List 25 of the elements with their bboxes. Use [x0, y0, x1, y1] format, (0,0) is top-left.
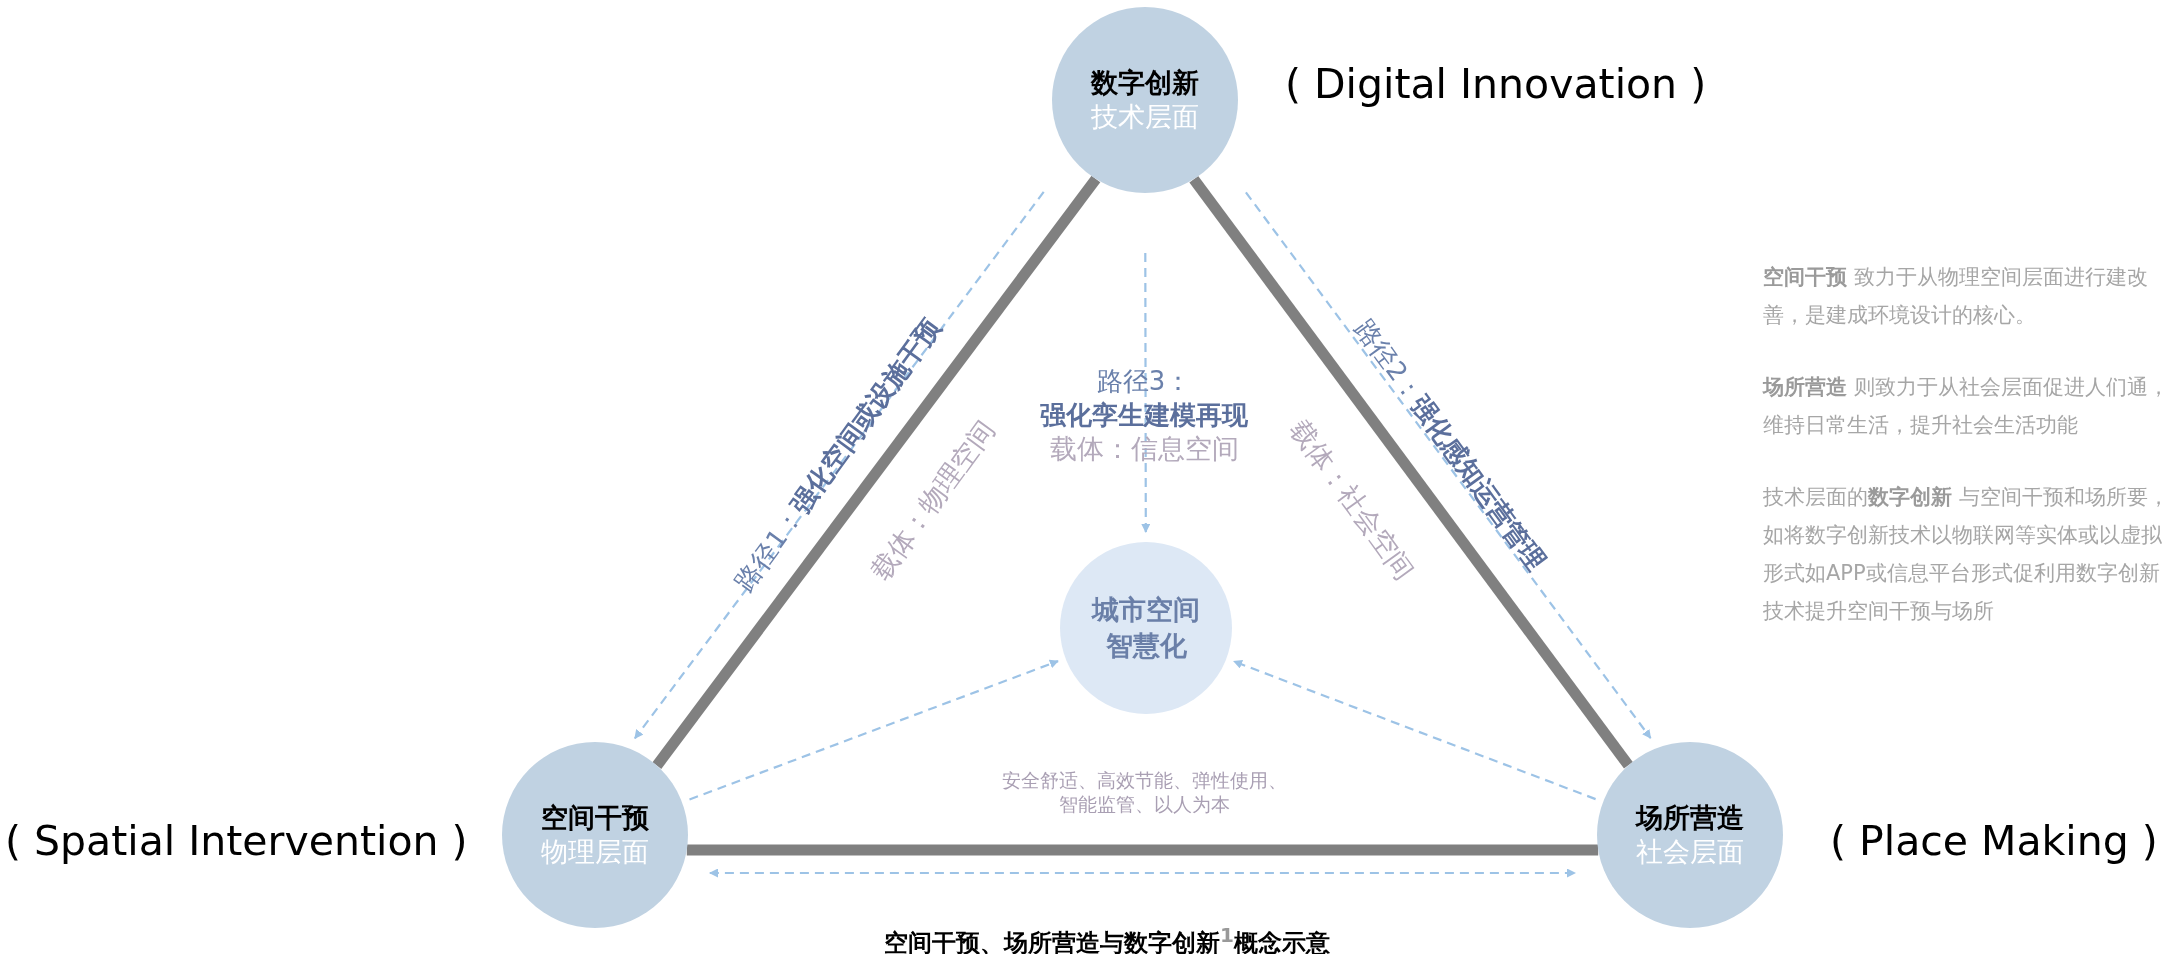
description-paragraph: 场所营造 则致力于从社会层面促进人们通，维持日常生活，提升社会生活功能 — [1763, 374, 2170, 439]
english-label: ( Digital Innovation ) — [1285, 60, 1707, 108]
connector-bar — [1189, 175, 1633, 769]
node-title: 空间干预 — [541, 801, 649, 835]
dashed-arrow — [709, 868, 1576, 878]
connector-bar — [686, 844, 1599, 856]
dashed-arrow — [1233, 660, 1596, 801]
connector-bar — [652, 175, 1101, 769]
goal-note: 安全舒适、高效节能、弹性使用、智能监管、以人为本 — [1000, 768, 1288, 816]
description-paragraph: 空间干预 致力于从物理空间层面进行建改善，是建成环境设计的核心。 — [1763, 264, 2149, 329]
dashed-arrow — [634, 191, 1045, 739]
path-label: 路径3：强化孪生建模再现 — [1040, 365, 1248, 432]
node-title: 城市空间智慧化 — [1090, 593, 1201, 663]
dashed-arrow — [689, 659, 1059, 801]
node-subtitle: 物理层面 — [541, 835, 649, 869]
node-title: 场所营造 — [1636, 801, 1744, 835]
english-label: ( Spatial Intervention ) — [5, 817, 468, 865]
dashed-arrow — [1141, 253, 1151, 533]
node-subtitle: 社会层面 — [1636, 835, 1744, 869]
dashed-arrow — [1245, 191, 1652, 739]
english-label: ( Place Making ) — [1830, 817, 2158, 865]
description-paragraph: 技术层面的数字创新 与空间干预和场所要，如将数字创新技术以物联网等实体或以虚拟形式如APP或信息平台形式促利用数字创新技术提升空间干预与场所 — [1763, 484, 2170, 625]
node-title: 数字创新 — [1091, 66, 1199, 100]
carrier-label: 载体：信息空间 — [1049, 432, 1239, 466]
node-subtitle: 技术层面 — [1091, 100, 1199, 134]
